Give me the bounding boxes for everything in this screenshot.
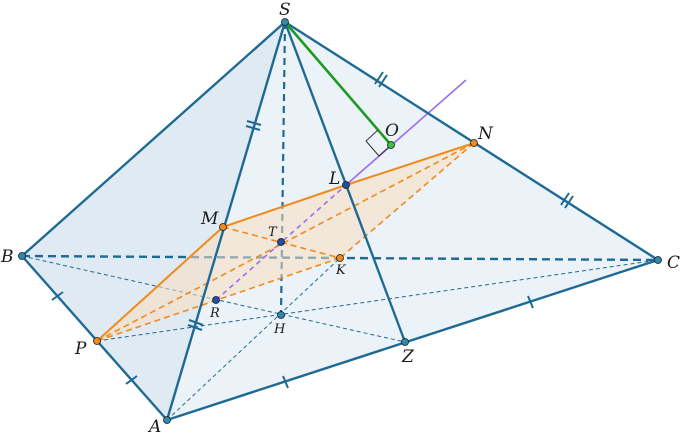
point-O xyxy=(387,141,395,149)
point-N xyxy=(470,139,478,147)
label-T: T xyxy=(268,225,278,240)
point-B xyxy=(18,252,26,260)
tick-AR-2 xyxy=(187,324,203,331)
point-M xyxy=(219,223,227,231)
label-Z: Z xyxy=(401,347,415,367)
tick-SA-2 xyxy=(245,125,261,131)
tick-ZC xyxy=(527,295,534,309)
label-C: C xyxy=(667,253,680,273)
point-S xyxy=(281,18,289,26)
point-C xyxy=(654,256,662,264)
edge-BA xyxy=(21,255,168,421)
label-L: L xyxy=(328,169,340,189)
axis-line-dashed xyxy=(215,184,347,301)
label-A: A xyxy=(147,417,161,436)
label-H: H xyxy=(273,322,286,337)
tick-SC-2 xyxy=(378,74,388,88)
point-Z xyxy=(401,338,409,346)
point-K xyxy=(336,254,344,262)
line-AH xyxy=(166,257,341,421)
label-R: R xyxy=(209,306,220,321)
face-SAC xyxy=(167,22,658,420)
tick-NC-2 xyxy=(564,195,574,209)
tick-AR-1 xyxy=(188,319,204,326)
face-SAB xyxy=(22,22,285,420)
tick-SC-1 xyxy=(374,71,384,85)
tick-PA xyxy=(125,375,138,385)
tick-NC-1 xyxy=(560,192,570,206)
point-R xyxy=(212,296,220,304)
label-N: N xyxy=(477,124,494,144)
label-K: K xyxy=(335,263,347,278)
label-O: O xyxy=(385,121,399,141)
section-edge-KP xyxy=(96,257,341,342)
edge-AC xyxy=(166,258,659,422)
perpendicular-SO xyxy=(284,21,392,146)
point-T xyxy=(277,238,285,246)
edge-SB xyxy=(21,21,286,257)
point-P xyxy=(93,337,101,345)
point-A xyxy=(163,416,171,424)
point-L xyxy=(342,181,350,189)
label-S: S xyxy=(279,0,291,20)
right-angle-mark xyxy=(365,129,392,157)
section-edge-PN xyxy=(96,142,475,342)
edge-SA xyxy=(165,21,287,421)
line-PC xyxy=(96,259,659,342)
label-P: P xyxy=(74,339,87,359)
section-visible-edge xyxy=(96,142,475,342)
axis-line-solid xyxy=(345,79,467,186)
points xyxy=(18,18,662,424)
tick-AZ xyxy=(282,375,289,389)
point-H xyxy=(277,311,285,319)
label-M: M xyxy=(200,209,219,229)
tick-marks xyxy=(51,71,574,389)
tick-BP xyxy=(51,291,64,301)
label-B: B xyxy=(0,247,14,267)
tick-SA-1 xyxy=(246,120,262,126)
